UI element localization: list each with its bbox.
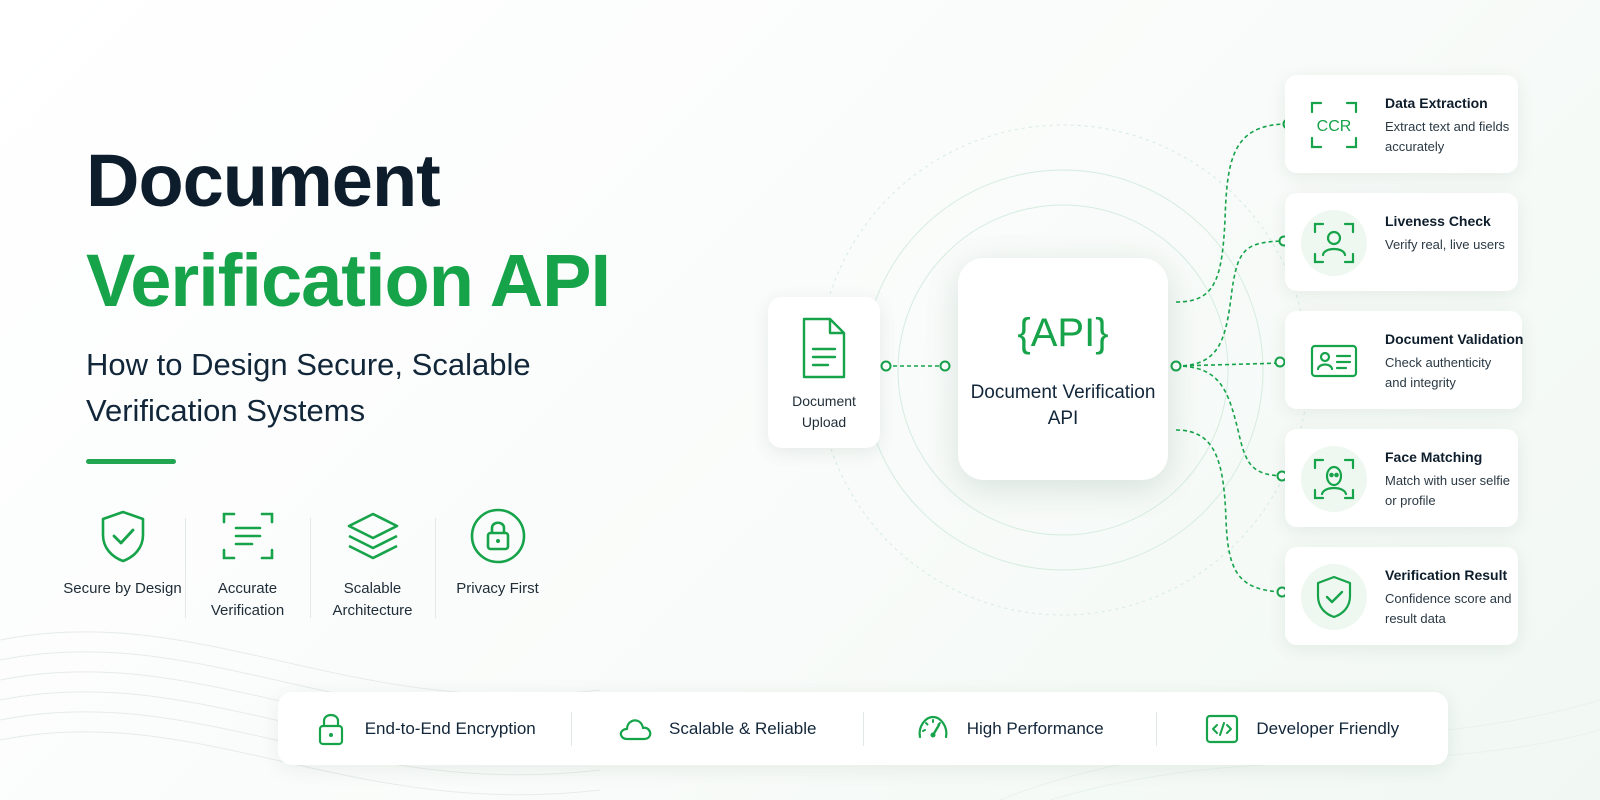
speedometer-icon	[918, 715, 948, 738]
lock-icon	[318, 713, 343, 745]
ocr-icon-text: CCR	[1317, 118, 1352, 135]
benefit-performance: High Performance	[863, 692, 1156, 765]
lock-circle-icon	[470, 508, 525, 564]
benefit-label: End-to-End Encryption	[364, 718, 536, 738]
service-card-liveness-check[interactable]: Liveness Check Verify real, live users	[1285, 193, 1518, 291]
feature-scalable: Scalable Architecture	[310, 506, 435, 624]
accent-divider	[86, 459, 176, 464]
layers-icon	[347, 512, 398, 560]
benefit-encryption: End-to-End Encryption	[278, 692, 571, 765]
ocr-icon: CCR	[1301, 92, 1367, 158]
feature-label: Scalable Architecture	[332, 580, 413, 619]
feature-label: Secure by Design	[63, 580, 182, 597]
service-title: Liveness Check	[1385, 213, 1491, 229]
feature-privacy: Privacy First	[435, 506, 560, 624]
service-card-face-matching[interactable]: Face Matching Match with user selfie or …	[1285, 429, 1518, 527]
service-title: Document Validation	[1385, 331, 1524, 347]
feature-accurate: Accurate Verification	[185, 506, 310, 624]
service-card-verification-result[interactable]: Verification Result Confidence score and…	[1285, 547, 1518, 645]
benefit-label: High Performance	[966, 718, 1104, 738]
service-title: Face Matching	[1385, 449, 1483, 465]
title-line-2: Verification API	[86, 239, 611, 322]
document-upload-label: Document Upload	[792, 393, 856, 430]
shield-check-icon	[1301, 564, 1367, 630]
service-desc: Confidence score and result data	[1385, 591, 1512, 626]
code-icon	[1206, 714, 1239, 743]
api-glyph: {API}	[1017, 311, 1108, 355]
benefit-label: Developer Friendly	[1256, 718, 1400, 738]
service-title: Verification Result	[1385, 567, 1508, 583]
id-card-icon	[1301, 328, 1367, 394]
service-desc: Check authenticity and integrity	[1385, 355, 1492, 390]
api-glyph-text: {API}	[1017, 311, 1108, 355]
feature-list: Secure by Design Accurate Verification S…	[60, 506, 560, 624]
benefit-scalable: Scalable & Reliable	[570, 692, 864, 765]
cloud-icon	[619, 718, 652, 740]
service-desc: Extract text and fields accurately	[1385, 119, 1510, 154]
service-card-data-extraction[interactable]: CCR Data Extraction Extract text and fie…	[1285, 75, 1518, 173]
service-desc: Verify real, live users	[1385, 237, 1505, 252]
api-label: Document Verification API	[970, 382, 1156, 429]
scan-document-icon	[222, 512, 273, 560]
face-scan-icon	[1301, 446, 1367, 512]
service-card-document-validation[interactable]: Document Validation Check authenticity a…	[1285, 311, 1524, 409]
document-upload-card[interactable]: Document Upload	[768, 297, 880, 448]
service-desc: Match with user selfie or profile	[1385, 473, 1510, 508]
user-scan-icon	[1301, 210, 1367, 276]
subtitle: How to Design Secure, Scalable Verificat…	[86, 347, 531, 428]
service-title: Data Extraction	[1385, 95, 1488, 111]
api-card[interactable]: {API} Document Verification API	[958, 258, 1168, 480]
benefits-bar: End-to-End Encryption Scalable & Reliabl…	[278, 692, 1448, 765]
shield-check-icon	[101, 510, 144, 563]
document-icon	[802, 317, 846, 379]
feature-label: Privacy First	[456, 580, 539, 597]
feature-secure: Secure by Design	[60, 506, 185, 624]
benefit-label: Scalable & Reliable	[669, 718, 817, 738]
feature-label: Accurate Verification	[210, 580, 285, 619]
title-line-1: Document	[86, 139, 441, 222]
benefit-developer: Developer Friendly	[1155, 692, 1449, 765]
